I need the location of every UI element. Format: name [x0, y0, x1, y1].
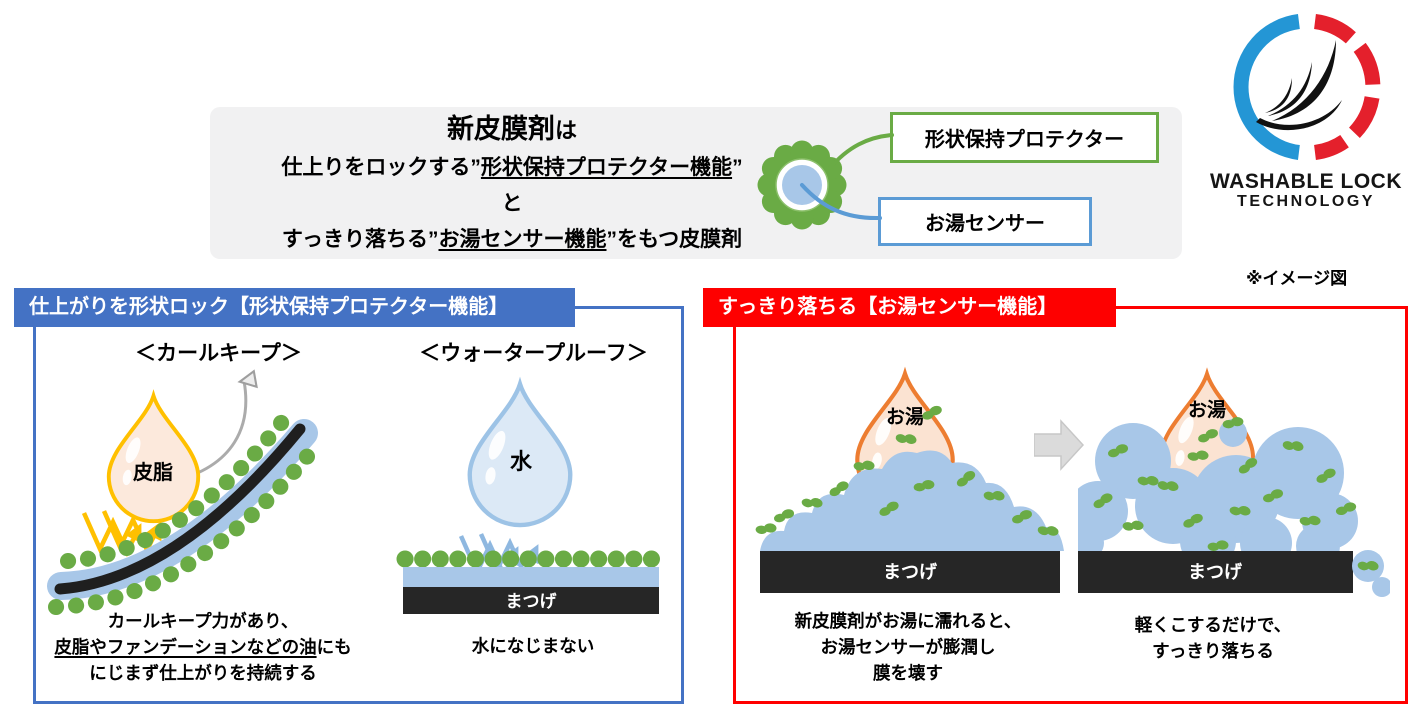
film-break-illustration: お湯 まつげ	[1078, 361, 1390, 597]
right-panel-title: すっきり落ちる【お湯センサー機能】	[718, 296, 1058, 318]
film-layer	[403, 567, 659, 587]
curl-keep-heading: ＜カールキープ＞	[135, 342, 302, 365]
intro-line1: 新皮膜剤は	[446, 114, 577, 144]
sensor-callout-label: お湯センサー	[925, 213, 1045, 235]
image-note: ※イメージ図	[1246, 269, 1348, 288]
lash-bar	[760, 551, 1060, 593]
swollen-film-icon	[760, 450, 1064, 551]
protector-callout: 形状保持プロテクター	[890, 112, 1159, 163]
intro-line2: 仕上りをロックする”形状保持プロテクター機能”	[281, 156, 743, 179]
right-panel-title-banner: すっきり落ちる【お湯センサー機能】	[703, 288, 1116, 327]
waterproof-caption: 水になじまない	[471, 636, 595, 656]
hot-water-drop-label: お湯	[886, 406, 924, 428]
sebum-drop-icon	[106, 393, 201, 524]
lash-bar	[1078, 551, 1353, 593]
sensor-panel: お湯 まつげ お湯	[733, 306, 1408, 704]
film-molecule-icon	[757, 140, 847, 230]
lash-glyph	[1256, 40, 1342, 131]
intro-text: 新皮膜剤は 仕上りをロックする”形状保持プロテクター機能” と すっきり落ちる”…	[222, 111, 802, 258]
protector-panel: ＜カールキープ＞ ＜ウォータープルーフ＞ 皮脂 カールキープ力があり、 皮脂やフ…	[33, 306, 684, 704]
lash-bar-label: まつげ	[1188, 562, 1243, 582]
step2-caption: 軽くこするだけで、 すっきり落ちる	[1134, 615, 1292, 661]
waterproof-heading: ＜ウォータープルーフ＞	[419, 342, 648, 365]
intro-line3: と	[501, 192, 523, 215]
left-panel-title: 仕上がりを形状ロック【形状保持プロテクター機能】	[29, 296, 509, 318]
detached-bubbles-icon	[1352, 550, 1390, 597]
logo-subtitle: TECHNOLOGY	[1237, 193, 1375, 210]
hot-water-swell-illustration: お湯 まつげ	[755, 361, 1064, 593]
washable-lock-logo	[1233, 14, 1381, 160]
lash-bar-label: まつげ	[506, 592, 558, 611]
hot-water-drop-label: お湯	[1188, 399, 1226, 421]
block-arrow-icon	[1034, 419, 1084, 471]
lash-bar	[403, 587, 659, 614]
curl-keep-illustration: 皮脂	[47, 369, 318, 615]
logo-title: WASHABLE LOCK	[1210, 170, 1402, 193]
sensor-callout: お湯センサー	[878, 197, 1092, 246]
left-panel-title-banner: 仕上がりを形状ロック【形状保持プロテクター機能】	[14, 288, 575, 327]
step1-caption: 新皮膜剤がお湯に濡れると、 お湯センサーが膨潤し 膜を壊す	[794, 611, 1022, 683]
sebum-drop-label: 皮脂	[133, 460, 173, 484]
coated-lash-icon	[47, 401, 318, 615]
waterproof-illustration: 水 まつげ	[396, 361, 666, 614]
curl-keep-caption: カールキープ力があり、 皮脂やファンデーションなどの油にも にじまず仕上がりを持…	[54, 611, 352, 683]
water-drop-label: 水	[510, 449, 533, 474]
intro-line4: すっきり落ちる”お湯センサー機能”をもつ皮膜剤	[281, 228, 743, 251]
protector-callout-label: 形状保持プロテクター	[924, 129, 1125, 151]
lash-bar-label: まつげ	[883, 562, 938, 582]
